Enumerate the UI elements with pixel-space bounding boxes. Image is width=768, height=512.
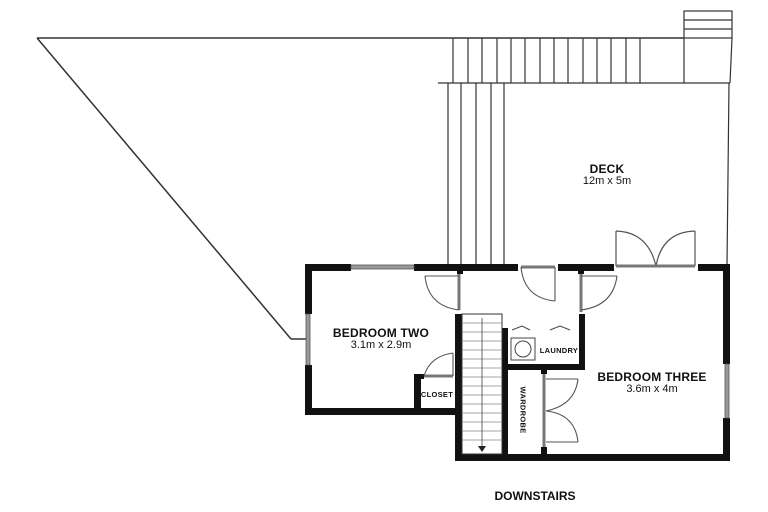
room-label-deck: DECK 12m x 5m [583,162,631,187]
room-label-wardrobe: WARDROBE [518,386,528,434]
room-name: BEDROOM THREE [597,370,707,384]
windows [305,264,730,419]
interior-doors [423,265,618,447]
staircase [461,313,503,455]
site-outline [36,37,684,340]
stair-direction-arrow-icon [478,446,486,452]
room-label-bedroom-three: BEDROOM THREE 3.6m x 4m [597,370,706,395]
room-label-closet: CLOSET [420,390,454,399]
room-name: DECK [589,162,625,176]
room-dimensions: 3.1m x 2.9m [350,339,412,351]
room-label-bedroom-two: BEDROOM TWO 3.1m x 2.9m [333,326,429,351]
deck-steps [683,10,733,84]
laundry-fixtures [510,325,571,361]
walls [305,264,730,461]
room-dimensions: 3.6m x 4m [626,383,678,395]
deck-boards-top [438,38,730,84]
room-name: BEDROOM TWO [332,326,430,340]
room-dimensions: 12m x 5m [582,175,632,187]
deck-boards-left [447,83,505,266]
level-label: DOWNSTAIRS [494,489,576,503]
deck-edge [726,82,730,267]
room-label-laundry: LAUNDRY [539,346,579,355]
deck-double-door [615,230,696,268]
